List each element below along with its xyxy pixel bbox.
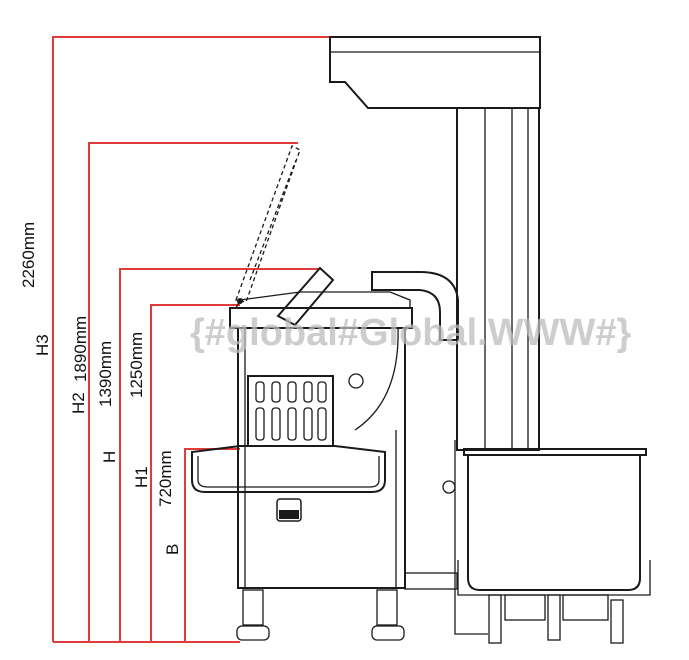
machine-feet — [236, 589, 405, 641]
open-lid-outline — [235, 145, 301, 303]
dim-line-b — [184, 448, 240, 642]
safety-grid — [247, 375, 334, 447]
lid-hinge — [237, 298, 243, 304]
dim-line-h2 — [88, 142, 298, 642]
column — [456, 107, 540, 451]
label-b-name: B — [163, 544, 182, 555]
label-h3-name: H3 — [33, 334, 52, 356]
dim-line-h1 — [150, 304, 240, 642]
mixer-machine — [191, 36, 651, 644]
label-h3-value: 2260mm — [19, 222, 38, 288]
column-head — [329, 36, 541, 109]
control-switch — [276, 498, 302, 522]
bowl — [467, 455, 641, 591]
machine-body — [237, 328, 406, 589]
label-h2-name: H2 — [69, 392, 88, 414]
discharge-pipe — [371, 271, 459, 341]
label-h2-value: 1890mm — [71, 316, 90, 382]
dimension-labels: 2260mm H3 H2 1890mm 1390mm H 1250mm H1 7… — [19, 222, 182, 555]
bowl-rim — [463, 448, 647, 456]
dimension-lines — [52, 36, 330, 643]
dim-line-h — [119, 268, 322, 642]
label-h1-value: 1250mm — [127, 332, 146, 398]
dim-line-h3 — [52, 36, 330, 642]
label-h-value: 1390mm — [96, 341, 115, 407]
label-h1-name: H1 — [132, 466, 151, 488]
label-b-value: 720mm — [156, 450, 175, 507]
front-tray — [191, 445, 386, 493]
watermark: {#global#Global.WWW#} — [190, 312, 631, 354]
feed-chute — [276, 266, 335, 327]
indicator-light — [348, 373, 364, 389]
label-h-name: H — [100, 451, 119, 463]
